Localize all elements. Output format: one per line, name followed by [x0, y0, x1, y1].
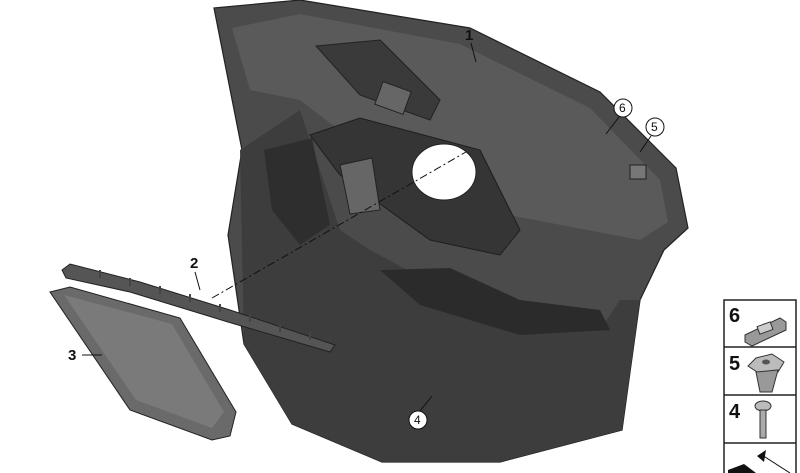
legend-number-4: 4	[729, 401, 741, 423]
arrow-symbol-icon	[728, 450, 791, 473]
clip-icon	[744, 317, 787, 347]
legend-number-6: 6	[729, 305, 740, 327]
parts-legend: 6 5 4	[723, 299, 797, 473]
door-trim-panel	[213, 0, 689, 463]
assembly-line	[211, 151, 467, 299]
expanding-nut-icon	[747, 353, 785, 393]
speaker-cover	[49, 286, 237, 441]
screw-icon	[754, 400, 772, 439]
callout-4: 4	[414, 413, 421, 427]
callout-6-circle	[613, 98, 633, 118]
callout-4-circle	[408, 410, 428, 430]
legend-number-5: 5	[729, 353, 740, 375]
trim-strip	[61, 263, 336, 353]
callout-1: 1	[465, 27, 473, 44]
callout-5: 5	[651, 120, 658, 134]
callout-3: 3	[68, 347, 76, 364]
callout-2: 2	[190, 255, 198, 272]
callout-6: 6	[619, 101, 626, 115]
callout-5-circle	[645, 117, 665, 137]
